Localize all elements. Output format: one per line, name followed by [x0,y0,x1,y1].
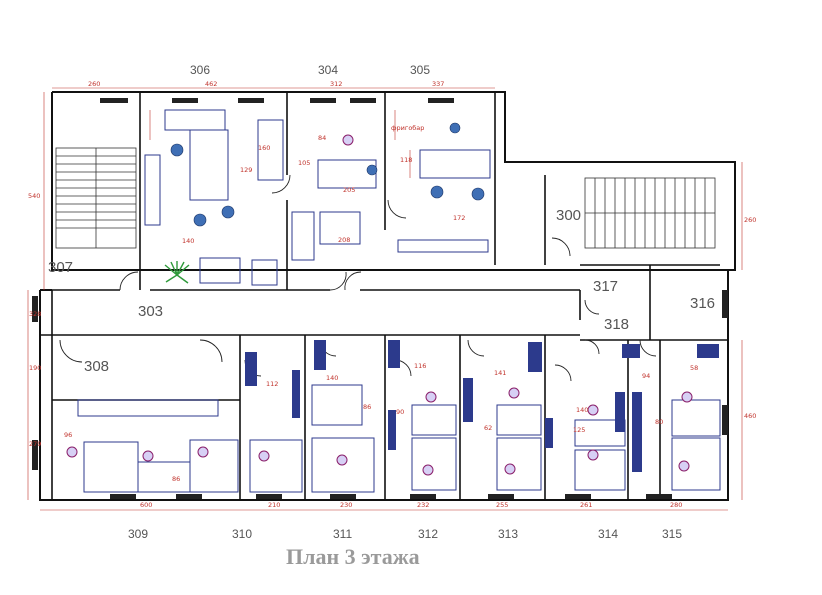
dim-label: 540 [28,192,40,200]
dim-label: 255 [496,501,508,509]
dim-label: 62 [484,424,492,432]
dim-label: 208 [338,236,350,244]
dim-label: 261 [580,501,592,509]
room-311-label: 311 [333,527,352,541]
dim-label: 105 [298,159,310,167]
furniture-outlines [77,109,721,493]
dim-label: 116 [414,362,426,370]
room-313-label: 313 [498,527,518,541]
dim-label: 279 [29,440,41,448]
plan-title: План 3 этажа [286,544,420,569]
dim-label: 58 [690,364,698,372]
dim-label: 86 [172,475,180,483]
exterior-walls [39,91,736,501]
staircase-icon [55,147,137,249]
dim-label: 210 [268,501,280,509]
interior-walls-upper [52,92,720,340]
dim-label: 232 [417,501,429,509]
dim-label: 460 [744,412,756,420]
room-304-label: 304 [318,63,338,77]
room-310-label: 310 [232,527,252,541]
dim-label: 140 [576,406,588,414]
chair-icon [170,122,485,227]
room-317-label: 317 [593,278,618,295]
room-309-label: 309 [128,527,148,541]
dim-label: 94 [642,372,650,380]
dim-label: 112 [266,380,278,388]
room-308-label: 308 [84,358,109,375]
dim-label: 328 [29,310,41,318]
plant-icon [164,261,190,284]
cabinets [245,340,719,472]
dim-label: 140 [182,237,194,245]
dim-label: 190 [29,364,41,372]
dim-label: 172 [453,214,465,222]
dim-label: 205 [343,186,355,194]
dim-label: 312 [330,80,342,88]
dim-label: 260 [88,80,100,88]
dim-label: 337 [432,80,444,88]
dim-label: 141 [494,369,506,377]
dim-label: 80 [655,418,663,426]
dim-label: 140 [326,374,338,382]
room-306-label: 306 [190,63,210,77]
room-307-label: 307 [48,259,73,276]
dim-label: 280 [670,501,682,509]
dim-label: 96 [64,431,72,439]
dim-label: 90 [396,408,404,416]
chair-icon [66,134,693,476]
room-312-label: 312 [418,527,438,541]
dimension-labels: 260 462 312 337 540 328 190 279 260 460 … [28,80,756,509]
dim-label: 230 [340,501,352,509]
room-303-label: 303 [138,303,163,320]
dimension-lines [27,87,743,511]
fridge-label: фригобар [391,124,424,132]
room-315-label: 315 [662,527,682,541]
room-316-label: 316 [690,295,715,312]
dim-label: 84 [318,134,326,142]
room-numbers: 306 304 305 307 303 300 317 316 318 308 … [48,63,715,541]
room-305-label: 305 [410,63,430,77]
interior-walls-lower [40,290,728,500]
dim-label: 600 [140,501,152,509]
dim-label: 160 [258,144,270,152]
windows [32,98,728,499]
door-swing-icon [59,174,657,382]
dim-label: 129 [240,166,252,174]
room-300-label: 300 [556,207,581,224]
dim-label: 462 [205,80,217,88]
dim-label: 86 [363,403,371,411]
staircase-icon [584,177,716,249]
dim-label: 118 [400,156,412,164]
room-314-label: 314 [598,527,618,541]
dim-label: 125 [573,426,585,434]
dim-label: 260 [744,216,756,224]
room-318-label: 318 [604,316,629,333]
